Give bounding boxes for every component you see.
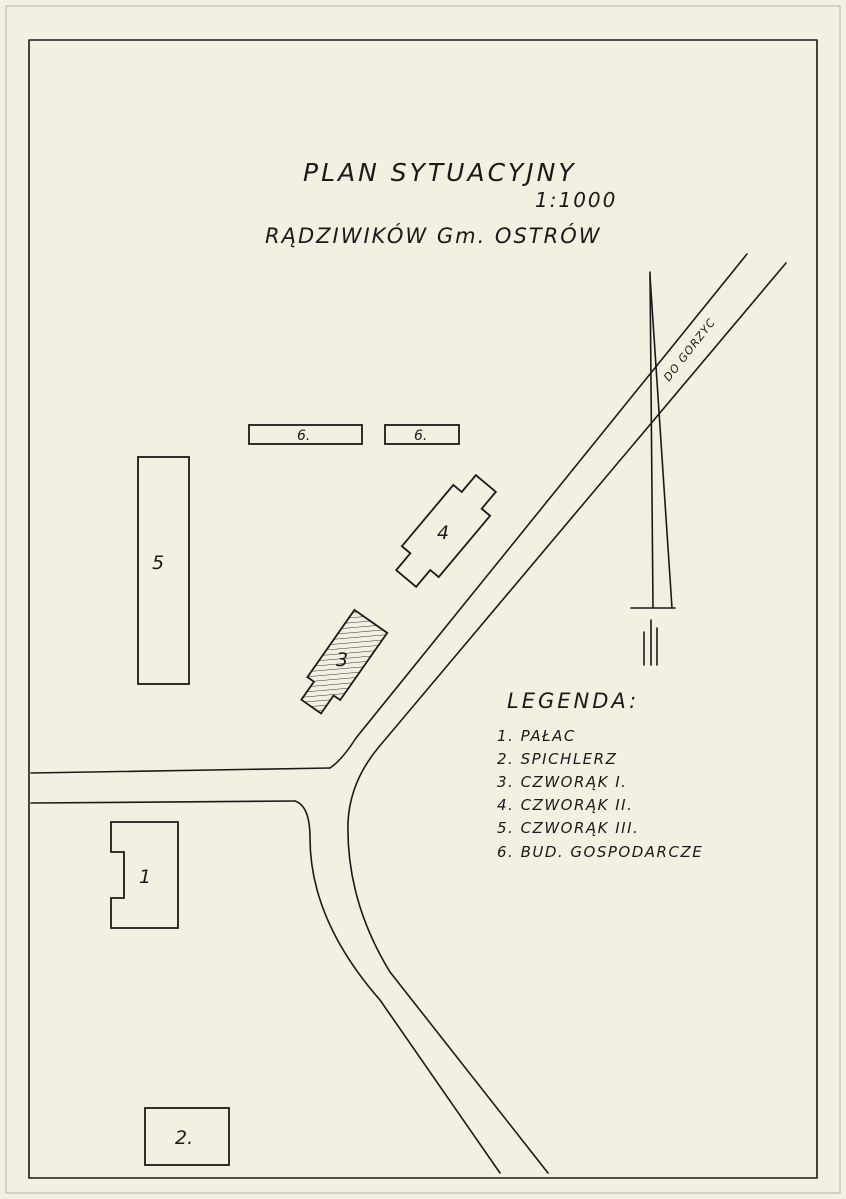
- road-edge-south-left: [294, 800, 501, 1174]
- map-location: RĄDZIWIKÓW Gm. OSTRÓW: [265, 223, 602, 248]
- legend: LEGENDA: 1. PAŁAC 2. SPICHLERZ 3. CZWORĄ…: [497, 689, 703, 861]
- legend-item-5: 5. CZWORĄK III.: [497, 819, 639, 837]
- legend-title: LEGENDA:: [507, 689, 639, 713]
- road-edge-south-right: [347, 821, 549, 1174]
- sheet-edge: [5, 5, 841, 1194]
- building-1-label: 1: [139, 866, 151, 888]
- building-6b-label: 6.: [414, 428, 427, 444]
- building-6b: 6.: [384, 424, 460, 445]
- map-scale: 1:1000: [535, 188, 617, 212]
- road-edge-west-upper: [30, 767, 331, 774]
- road-network: [30, 253, 787, 1174]
- legend-item-1: 1. PAŁAC: [497, 727, 576, 745]
- building-4: [394, 473, 498, 589]
- legend-item-6: 6. BUD. GOSPODARCZE: [497, 843, 703, 861]
- legend-item-4: 4. CZWORĄK II.: [497, 796, 633, 814]
- road-edge-west-lower: [30, 800, 296, 804]
- building-2-label: 2.: [175, 1127, 193, 1149]
- map-border: [28, 39, 818, 1179]
- building-5-label: 5: [152, 552, 164, 574]
- building-5: 5: [137, 456, 190, 685]
- road-edge-ne-right: [347, 262, 787, 823]
- map-title: PLAN SYTUACYJNY: [303, 158, 577, 187]
- building-1: 1: [110, 821, 179, 929]
- legend-item-3: 3. CZWORĄK I.: [497, 773, 627, 791]
- legend-item-2: 2. SPICHLERZ: [497, 750, 617, 768]
- building-3-label: 3: [336, 649, 348, 671]
- building-6a-label: 6.: [297, 428, 310, 444]
- building-6a: 6.: [248, 424, 363, 445]
- building-4-label: 4: [437, 522, 449, 544]
- road-edge-ne-left: [329, 253, 748, 769]
- north-arrow-icon: [630, 271, 676, 666]
- building-3: [300, 608, 389, 715]
- building-2: 2.: [144, 1107, 230, 1166]
